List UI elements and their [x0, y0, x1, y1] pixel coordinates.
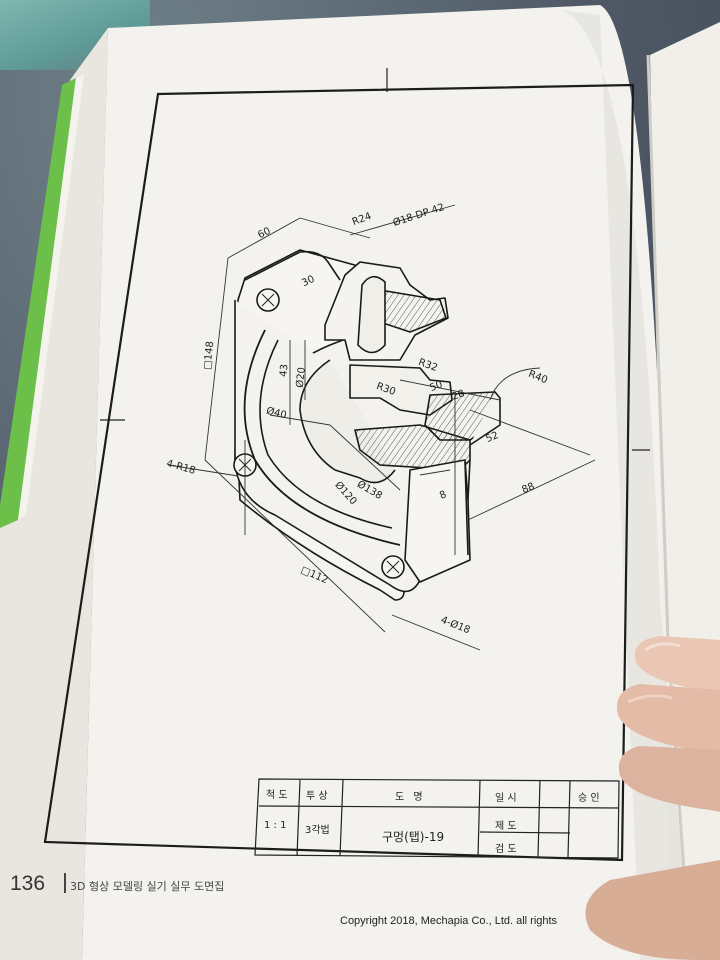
thumb [635, 636, 720, 694]
tb-projection-value: 3각법 [305, 825, 330, 836]
title-block-grid [254, 778, 620, 859]
dimension-lines [167, 204, 596, 651]
page-number: 136 [10, 872, 46, 895]
tb-scale-header: 척 도 [266, 790, 288, 801]
drawing-border [43, 83, 635, 862]
green-spine-edge [0, 78, 76, 528]
tb-scale-value: 1 : 1 [264, 820, 287, 831]
tb-drawing-name: 구멍(탭)-19 [382, 830, 445, 844]
tb-projection-header: 투 상 [306, 791, 328, 802]
tb-drafted-label: 제 도 [495, 821, 517, 832]
footer-divider [64, 873, 66, 893]
page-stack-edge [0, 28, 108, 960]
copyright-text: Copyright 2018, Mechapia Co., Ltd. all r… [340, 915, 558, 927]
book-title: 3D 형상 모델링 실기 실무 도면집 [70, 880, 225, 893]
tb-date-header: 일 시 [495, 793, 517, 804]
tb-drawing-name-header: 도 명 [395, 792, 426, 803]
tb-approval-header: 승 인 [578, 793, 600, 804]
tb-checked-label: 검 도 [495, 844, 517, 855]
